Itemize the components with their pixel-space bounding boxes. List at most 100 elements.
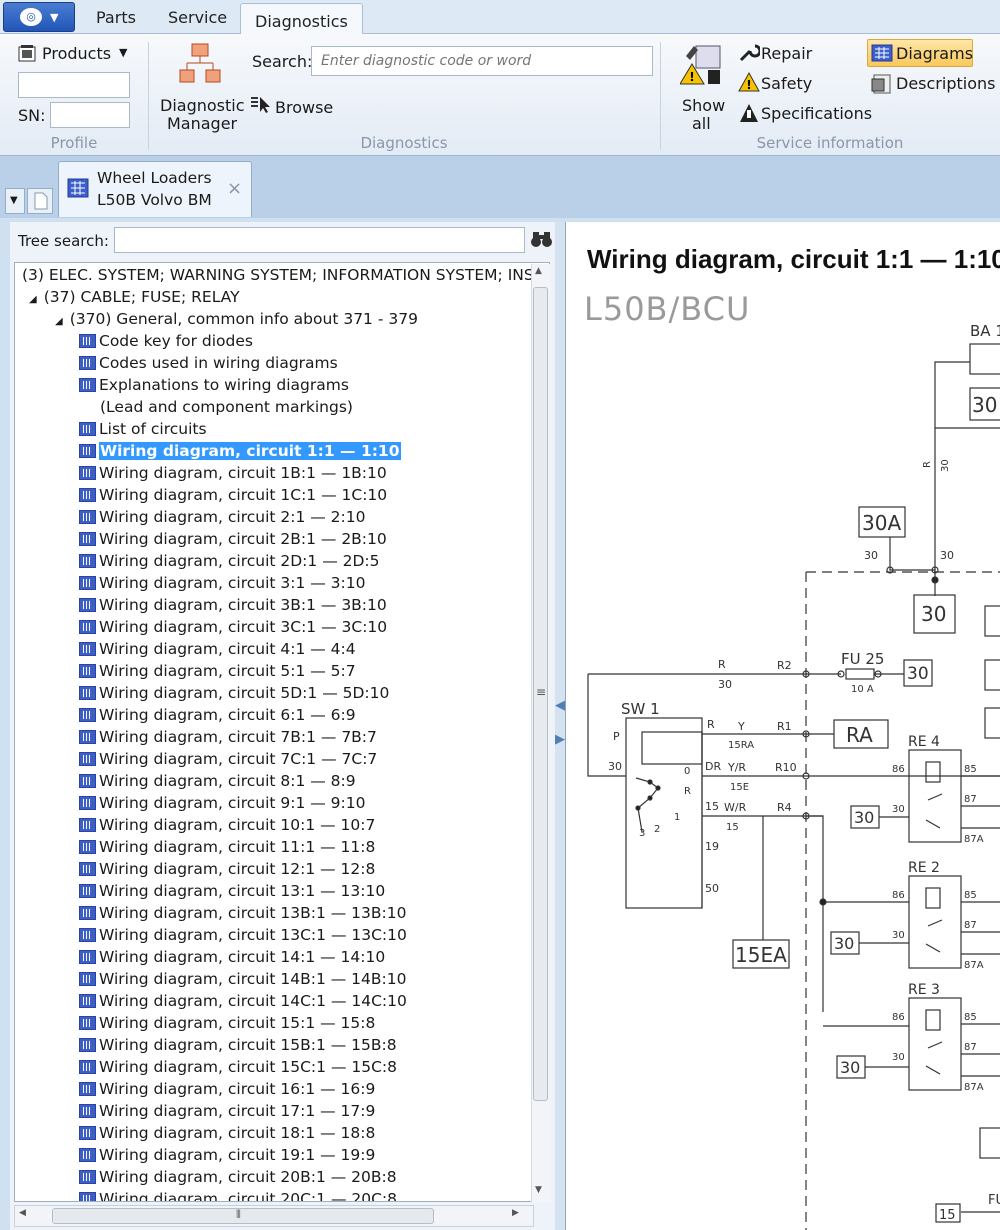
expand-arrow-icon[interactable]: ◢	[29, 294, 37, 305]
tree-item[interactable]: Wiring diagram, circuit 13:1 — 13:10	[79, 880, 385, 902]
tree-node-general-info[interactable]: ◢(370) General, common info about 371 - …	[55, 308, 418, 330]
new-tab-button[interactable]	[27, 188, 53, 214]
tree-item[interactable]: Wiring diagram, circuit 20C:1 — 20C:8	[79, 1188, 397, 1201]
tree-item[interactable]: Wiring diagram, circuit 4:1 — 4:4	[79, 638, 356, 660]
tree-item[interactable]: Wiring diagram, circuit 1B:1 — 1B:10	[79, 462, 387, 484]
document-tab[interactable]: Wheel Loaders L50B Volvo BM ×	[58, 161, 252, 217]
tab-parts[interactable]: Parts	[96, 8, 136, 27]
tree-item[interactable]: Wiring diagram, circuit 15C:1 — 15C:8	[79, 1056, 397, 1078]
binoculars-icon[interactable]	[530, 229, 554, 249]
tree-node-elec-system[interactable]: (3) ELEC. SYSTEM; WARNING SYSTEM; INFORM…	[22, 264, 549, 286]
safety-button[interactable]: Safety	[761, 74, 813, 93]
svg-text:!: !	[746, 78, 751, 92]
chevron-down-icon: ▼	[10, 195, 18, 206]
scroll-down-icon[interactable]: ▼	[535, 1185, 542, 1195]
tree-item[interactable]: Wiring diagram, circuit 8:1 — 8:9	[79, 770, 356, 792]
label-fu25-30: 30	[907, 664, 929, 684]
pane-splitter[interactable]	[555, 222, 565, 1230]
label-p: P	[613, 730, 620, 743]
diagram-leaf-icon	[79, 862, 96, 876]
tree-item[interactable]: Wiring diagram, circuit 6:1 — 6:9	[79, 704, 356, 726]
tree-item[interactable]: Wiring diagram, circuit 3:1 — 3:10	[79, 572, 366, 594]
tree-item[interactable]: Wiring diagram, circuit 2B:1 — 2B:10	[79, 528, 387, 550]
tree-item-selected[interactable]: Wiring diagram, circuit 1:1 — 1:10	[79, 440, 401, 462]
tree-item[interactable]: Wiring diagram, circuit 11:1 — 11:8	[79, 836, 375, 858]
tree-item[interactable]: Wiring diagram, circuit 15:1 — 15:8	[79, 1012, 375, 1034]
relay-re3: RE 3 86 85 87 87A 30 30	[836, 982, 1000, 1093]
tree-item[interactable]: Wiring diagram, circuit 10:1 — 10:7	[79, 814, 375, 836]
tree-item[interactable]: Wiring diagram, circuit 20B:1 — 20B:8	[79, 1166, 397, 1188]
products-chevron-icon[interactable]: ▼	[119, 46, 128, 59]
expand-arrow-icon[interactable]: ◢	[55, 316, 63, 327]
product-input[interactable]	[18, 72, 130, 98]
ba1-terminal-box	[969, 387, 1000, 421]
specifications-button[interactable]: Specifications	[761, 104, 873, 123]
app-logo-icon: ◎	[20, 8, 42, 26]
tree-item[interactable]: Wiring diagram, circuit 14C:1 — 14C:10	[79, 990, 407, 1012]
diagram-document-icon	[67, 178, 89, 198]
diagram-leaf-icon	[79, 422, 96, 436]
tree-item[interactable]: Wiring diagram, circuit 18:1 — 18:8	[79, 1122, 375, 1144]
tree-item[interactable]: Wiring diagram, circuit 13C:1 — 13C:10	[79, 924, 407, 946]
service-information-group: ! Show all Repair ! Safety Specification…	[660, 34, 1000, 156]
descriptions-button[interactable]: Descriptions	[896, 74, 996, 93]
label-re3-87a: 87A	[964, 1082, 984, 1093]
browse-button[interactable]: Browse	[275, 98, 334, 117]
tab-list-dropdown[interactable]: ▼	[5, 188, 25, 214]
tree-item[interactable]: Codes used in wiring diagrams	[79, 352, 338, 374]
tree-item[interactable]: Explanations to wiring diagrams	[79, 374, 349, 396]
tree-item[interactable]: Wiring diagram, circuit 16:1 — 16:9	[79, 1078, 375, 1100]
show-all-button[interactable]: ! Show all	[676, 40, 728, 133]
tree-node-cable-fuse-relay[interactable]: ◢(37) CABLE; FUSE; RELAY	[29, 286, 240, 308]
diagram-leaf-icon	[79, 1192, 96, 1201]
tree-search-input[interactable]	[114, 227, 525, 253]
tree-item[interactable]: Wiring diagram, circuit 1C:1 — 1C:10	[79, 484, 387, 506]
tree-hscroll-thumb[interactable]	[52, 1208, 434, 1224]
tree-item[interactable]: Wiring diagram, circuit 2D:1 — 2D:5	[79, 550, 380, 572]
tree-item[interactable]: Wiring diagram, circuit 7B:1 — 7B:7	[79, 726, 377, 748]
tree-item-label: Wiring diagram, circuit 14C:1 — 14C:10	[99, 992, 407, 1010]
tree-item[interactable]: List of circuits	[79, 418, 207, 440]
diagram-leaf-icon	[79, 532, 96, 546]
scroll-left-icon[interactable]: ◀	[19, 1208, 26, 1218]
diagram-leaf-icon	[79, 994, 96, 1008]
tree-item[interactable]: Wiring diagram, circuit 15B:1 — 15B:8	[79, 1034, 397, 1056]
tree-item[interactable]: Wiring diagram, circuit 13B:1 — 13B:10	[79, 902, 406, 924]
tree-item[interactable]: Wiring diagram, circuit 7C:1 — 7C:7	[79, 748, 377, 770]
tree-item[interactable]: Wiring diagram, circuit 12:1 — 12:8	[79, 858, 375, 880]
tab-diagnostics[interactable]: Diagnostics	[240, 3, 363, 35]
diagnostic-manager-line1: Diagnostic	[160, 96, 245, 115]
expand-right-icon[interactable]: ▶	[555, 732, 565, 747]
tree-item[interactable]: Wiring diagram, circuit 5:1 — 5:7	[79, 660, 356, 682]
tree-item[interactable]: Wiring diagram, circuit 9:1 — 9:10	[79, 792, 366, 814]
label-ba1-30: 30	[972, 393, 997, 417]
tree-item[interactable]: Wiring diagram, circuit 19:1 — 19:9	[79, 1144, 375, 1166]
tree-item[interactable]: Wiring diagram, circuit 14B:1 — 14B:10	[79, 968, 406, 990]
diagnostic-manager-button[interactable]: Diagnostic Manager	[156, 40, 245, 133]
tree-item[interactable]: Wiring diagram, circuit 2:1 — 2:10	[79, 506, 366, 528]
fu25-terminal	[903, 659, 933, 687]
tree-item[interactable]: Wiring diagram, circuit 3B:1 — 3B:10	[79, 594, 387, 616]
repair-button[interactable]: Repair	[761, 44, 813, 63]
tree-item[interactable]: Wiring diagram, circuit 17:1 — 17:9	[79, 1100, 375, 1122]
tree-item[interactable]: Code key for diodes	[79, 330, 253, 352]
collapse-left-icon[interactable]: ◀	[555, 698, 565, 713]
scroll-up-icon[interactable]: ▲	[535, 266, 542, 276]
viewer-subtitle: L50B/BCU	[584, 290, 751, 328]
scroll-right-icon[interactable]: ▶	[512, 1208, 519, 1218]
tree-scroll-thumb[interactable]	[533, 287, 548, 1101]
tree-item[interactable]: Wiring diagram, circuit 5D:1 — 5D:10	[79, 682, 389, 704]
application-menu-button[interactable]: ◎ ▼	[3, 2, 75, 32]
tree-item-label: Wiring diagram, circuit 1:1 — 1:10	[99, 442, 401, 460]
show-all-icon: !	[680, 45, 721, 85]
products-menu-label[interactable]: Products	[42, 44, 112, 63]
diagram-leaf-icon	[79, 774, 96, 788]
sn-input[interactable]	[50, 102, 130, 128]
tree-item[interactable]: Wiring diagram, circuit 14:1 — 14:10	[79, 946, 385, 968]
tree-item-label: Wiring diagram, circuit 7C:1 — 7C:7	[99, 750, 378, 768]
close-tab-icon[interactable]: ×	[227, 178, 243, 199]
diagnostic-search-input[interactable]	[311, 46, 653, 76]
tab-service[interactable]: Service	[168, 8, 228, 27]
tree-item[interactable]: Wiring diagram, circuit 3C:1 — 3C:10	[79, 616, 387, 638]
label-sw1-pin-dr: DR	[705, 760, 721, 773]
